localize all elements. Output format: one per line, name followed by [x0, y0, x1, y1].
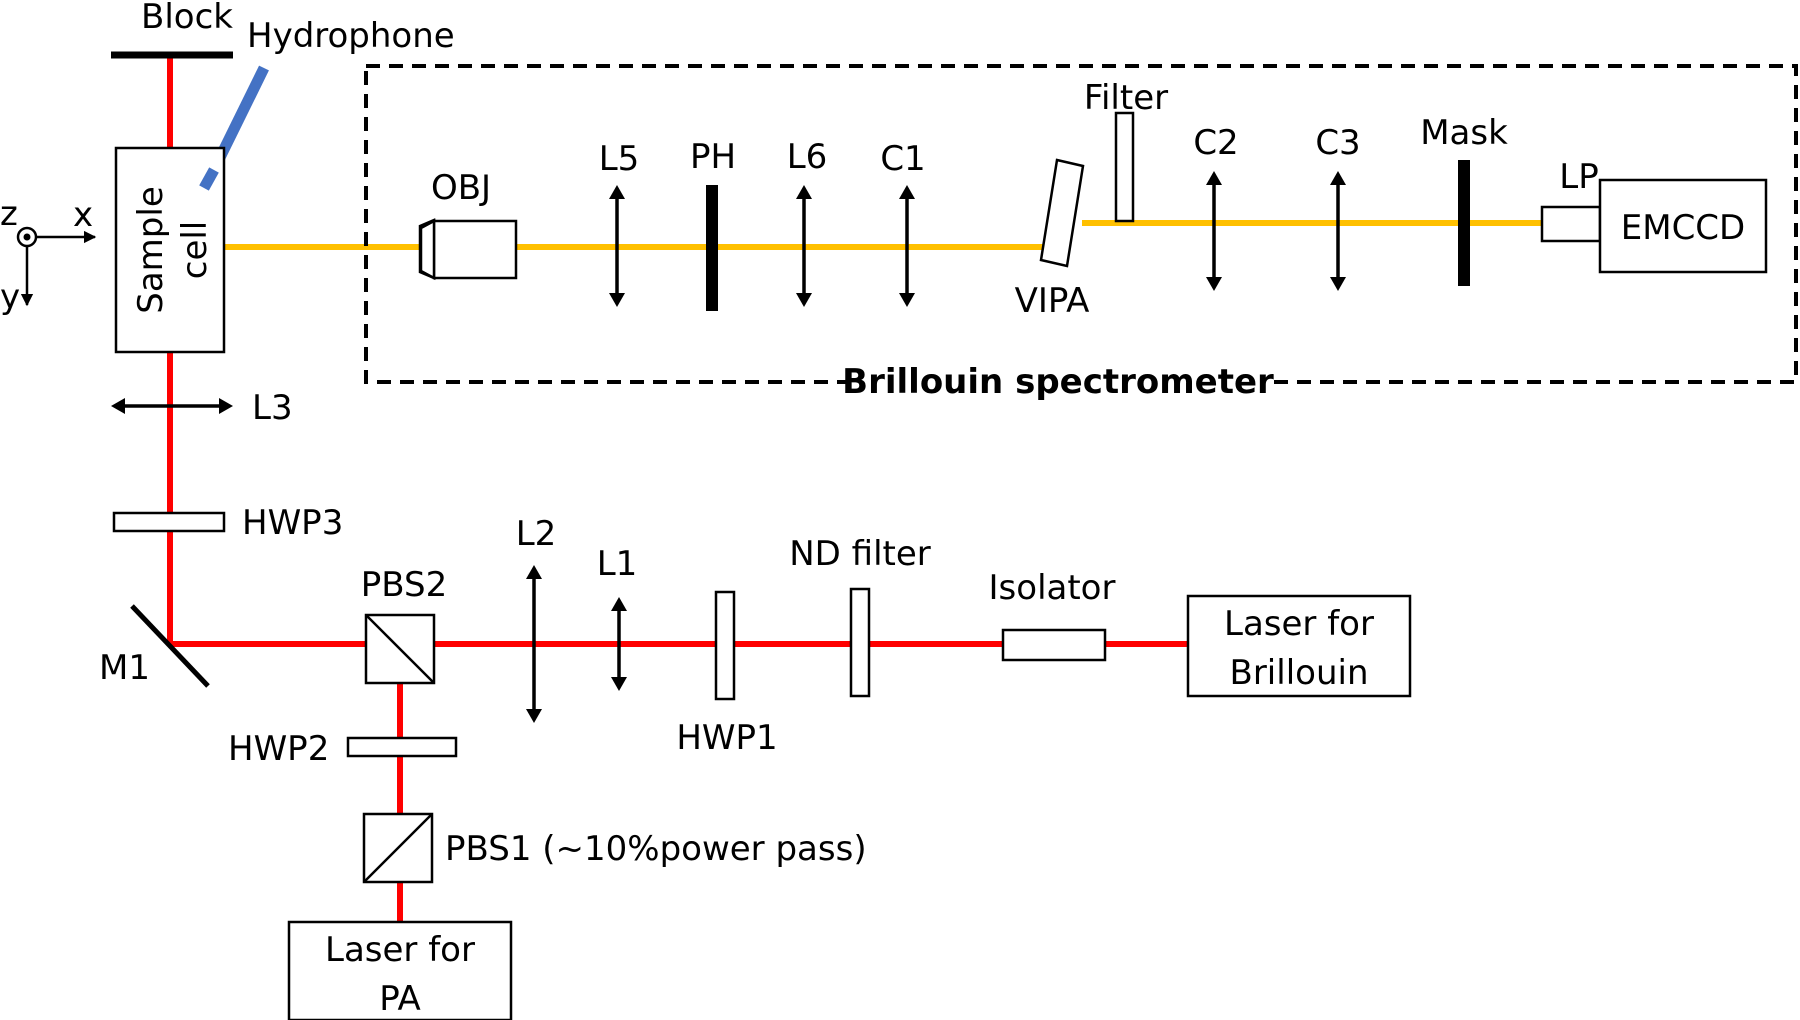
lens-l3 — [111, 398, 233, 414]
filter — [1114, 111, 1135, 223]
laser-pa-label-1: Laser for — [325, 930, 475, 970]
pbs2 — [364, 613, 436, 685]
c2-label: C2 — [1193, 123, 1238, 163]
lens-c2 — [1206, 171, 1222, 291]
block-label: Block — [141, 0, 233, 37]
hwp1 — [714, 590, 736, 701]
axis-x-label: x — [73, 195, 93, 235]
lens-c3 — [1330, 171, 1346, 291]
m1-label: M1 — [99, 648, 150, 688]
spectrometer-label: Brillouin spectrometer — [842, 362, 1274, 402]
hwp2 — [346, 736, 458, 758]
hydrophone-label: Hydrophone — [247, 16, 455, 56]
pbs2-label: PBS2 — [361, 565, 447, 605]
laser-pa — [287, 920, 513, 1020]
filter-label: Filter — [1084, 78, 1168, 118]
spectrometer-label-bg — [850, 360, 1260, 404]
vipa-label: VIPA — [1015, 281, 1090, 321]
pbs1 — [362, 812, 434, 884]
laser-brillouin-label-1: Laser for — [1224, 604, 1374, 644]
laser-pa-label-2: PA — [379, 979, 421, 1019]
obj-label: OBJ — [431, 168, 491, 208]
c1-label: C1 — [880, 139, 925, 179]
emccd — [1598, 178, 1768, 274]
nd-filter-label: ND filter — [789, 534, 931, 574]
l2-label: L2 — [516, 514, 557, 554]
l6-label: L6 — [787, 137, 828, 177]
axis-y-label: y — [0, 277, 20, 317]
nd-filter — [849, 587, 871, 698]
hwp3 — [112, 511, 226, 533]
l5-label: L5 — [599, 139, 640, 179]
sample-cell-label-2: cell — [175, 221, 215, 280]
objective-obj — [418, 218, 518, 281]
isolator — [1001, 628, 1107, 662]
l1-label: L1 — [597, 544, 638, 584]
hydrophone-tip — [199, 167, 219, 191]
laser-brillouin-label-2: Brillouin — [1230, 653, 1369, 693]
pinhole-ph — [706, 185, 718, 311]
vipa — [1039, 158, 1085, 268]
mirror-m1 — [130, 604, 210, 688]
lens-l6 — [796, 185, 812, 307]
ph-label: PH — [690, 137, 736, 177]
hwp1-label: HWP1 — [676, 718, 777, 758]
lp-label: LP — [1559, 157, 1598, 197]
pbs1-label: PBS1 (~10%power pass) — [445, 829, 867, 869]
coordinate-axes: z x y — [0, 194, 97, 317]
axis-z-label: z — [0, 194, 18, 234]
l3-label: L3 — [252, 388, 293, 428]
lens-l2 — [526, 565, 542, 723]
lens-c1 — [899, 185, 915, 307]
c3-label: C3 — [1315, 123, 1360, 163]
emccd-label: EMCCD — [1621, 208, 1745, 248]
isolator-label: Isolator — [989, 568, 1116, 608]
polarizer-lp — [1540, 205, 1602, 243]
laser-brillouin — [1186, 594, 1412, 698]
mask — [1458, 160, 1470, 286]
sample-cell-label-1: Sample — [131, 186, 171, 313]
lens-l1 — [611, 597, 627, 691]
mask-label: Mask — [1420, 113, 1508, 153]
hwp3-label: HWP3 — [242, 503, 343, 543]
lens-l5 — [609, 185, 625, 307]
hwp2-label: HWP2 — [228, 729, 329, 769]
